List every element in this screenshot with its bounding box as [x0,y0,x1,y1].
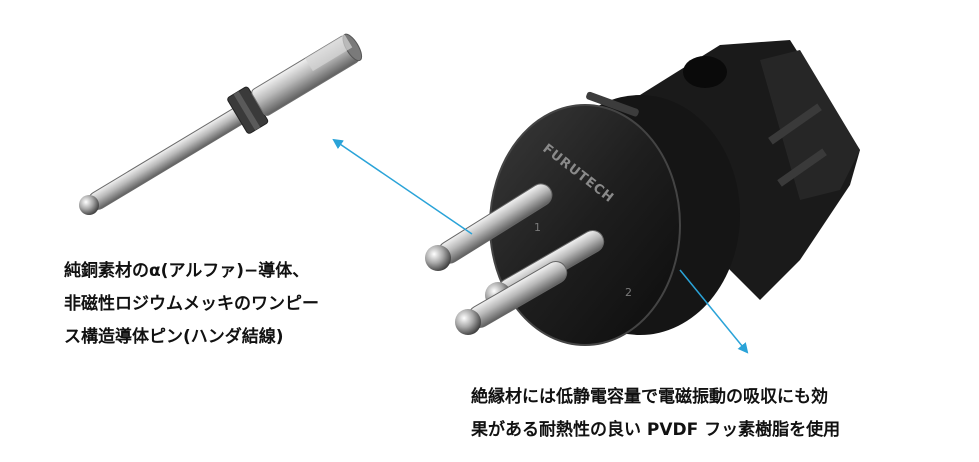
pin-callout-arrow [334,140,472,234]
pin-caption-line: 純銅素材のα(アルファ)−導体、 [64,255,319,288]
plug-body-illustration: FURUTECH 1 3 2 [425,40,860,345]
pin-caption-line: 非磁性ロジウムメッキのワンピー [64,288,319,321]
body-caption-line: 絶縁材には低静電容量で電磁振動の吸収にも効 [471,381,840,414]
pin-number-1: 1 [534,221,541,234]
body-caption-line: 果がある耐熱性の良い PVDF フッ素樹脂を使用 [471,414,840,447]
body-caption: 絶縁材には低静電容量で電磁振動の吸収にも効 果がある耐熱性の良い PVDF フッ… [471,381,840,447]
pin-number-2: 2 [625,286,632,299]
conductor-pin-illustration [79,26,368,223]
pin-caption-line: ス構造導体ピン(ハンダ結線) [64,321,319,354]
pin-caption: 純銅素材のα(アルファ)−導体、 非磁性ロジウムメッキのワンピー ス構造導体ピン… [64,255,319,354]
